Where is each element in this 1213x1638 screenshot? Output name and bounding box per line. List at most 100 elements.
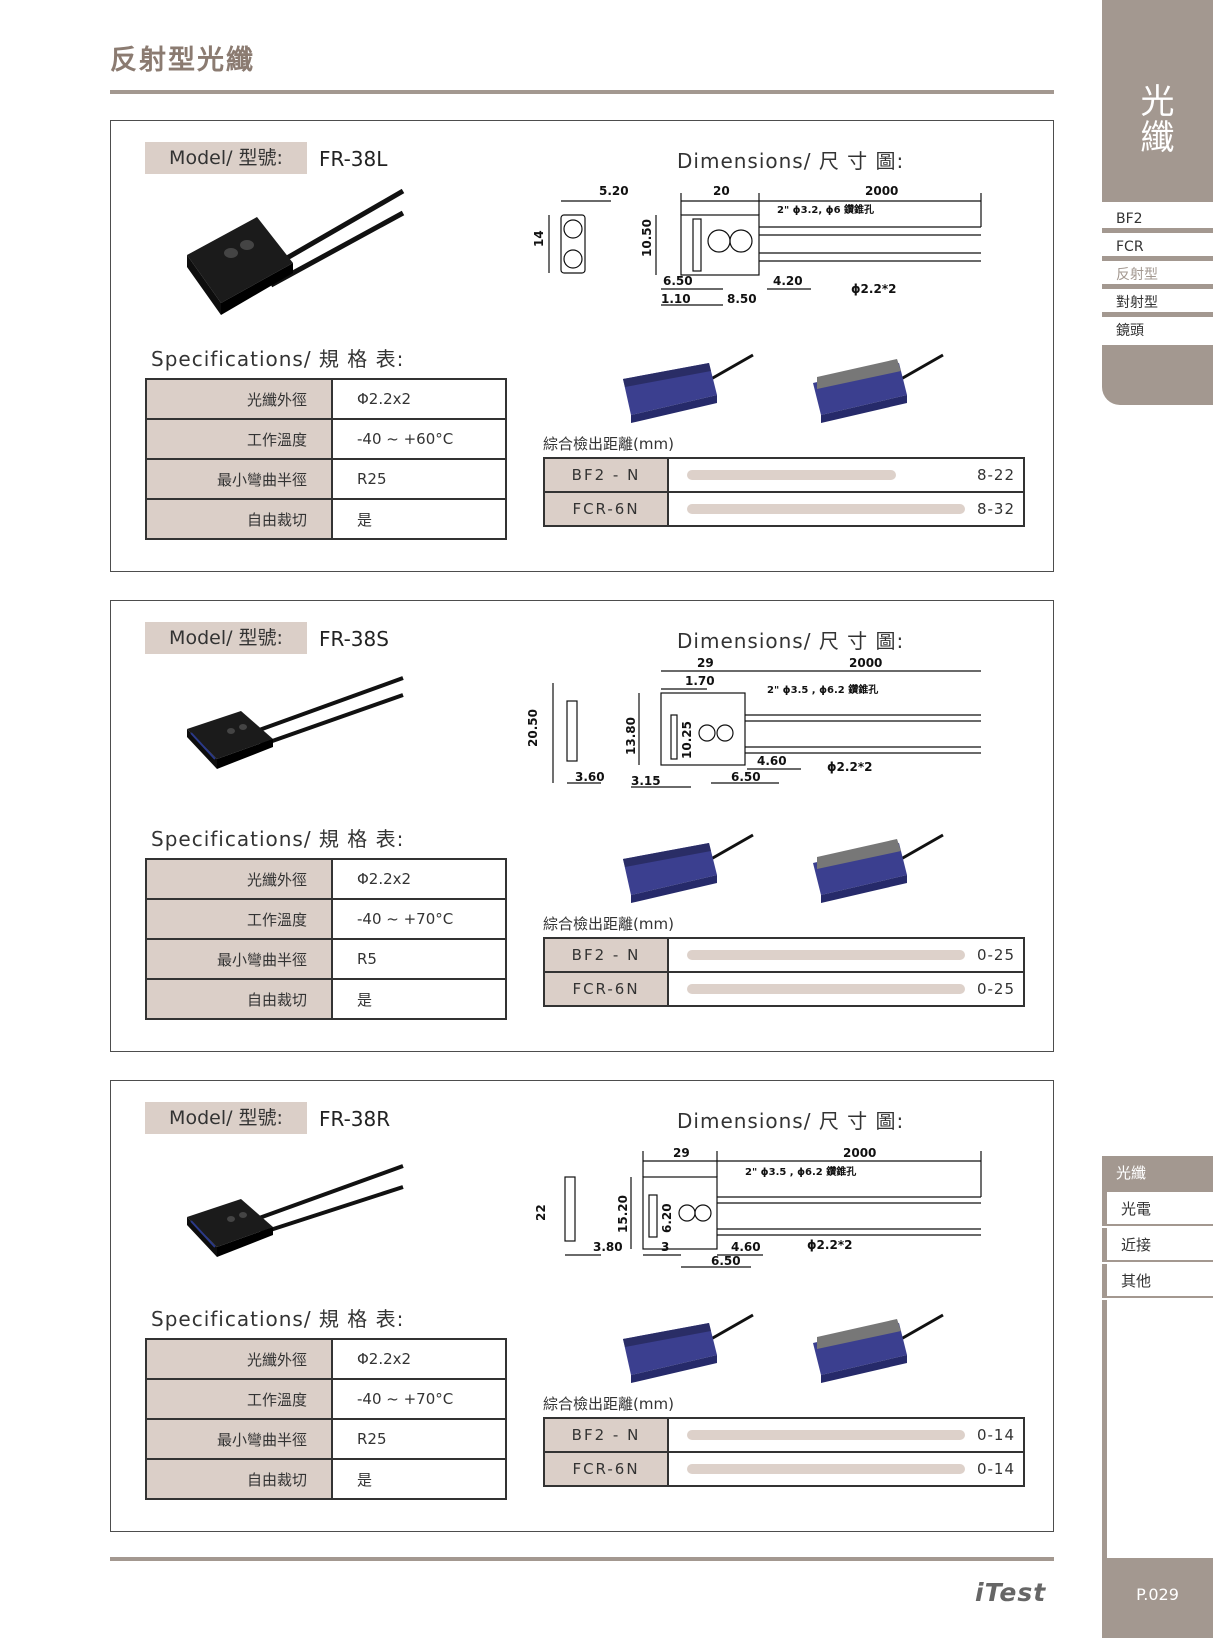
amplifier-fcr-image bbox=[813, 353, 944, 423]
model-label: Model/ 型號: bbox=[145, 142, 307, 174]
spec-value: -40 ~ +70°C bbox=[332, 1378, 506, 1419]
dim-label: 20 bbox=[713, 184, 730, 198]
dim-label: 14 bbox=[532, 230, 546, 247]
spec-key: 光纖外徑 bbox=[146, 859, 333, 899]
range-row: BF2 - N 8-22 bbox=[545, 459, 1023, 491]
dim-label: 3 bbox=[661, 1240, 669, 1254]
specifications-title: Specifications/ 規 格 表: bbox=[151, 1307, 405, 1331]
detection-range-table: BF2 - N 0-14 FCR-6N 0-14 bbox=[543, 1417, 1025, 1487]
dim-label: ϕ2.2*2 bbox=[851, 282, 896, 296]
spec-value: R5 bbox=[332, 938, 506, 979]
dim-label: 6.20 bbox=[660, 1203, 674, 1233]
dim-label: 29 bbox=[673, 1146, 690, 1160]
dim-label: 20.50 bbox=[526, 709, 540, 747]
spec-value: R25 bbox=[332, 1418, 506, 1459]
dim-label: 13.80 bbox=[624, 717, 638, 755]
dimensions-title: Dimensions/ 尺 寸 圖: bbox=[677, 629, 905, 653]
sidebar-category-text: 光 纖 bbox=[1140, 82, 1175, 158]
spec-key: 自由裁切 bbox=[146, 978, 333, 1019]
model-value: FR-38S bbox=[319, 627, 389, 651]
range-value: 0-25 bbox=[976, 946, 1015, 964]
dim-label: 6.50 bbox=[731, 770, 761, 784]
dim-label: 2000 bbox=[843, 1146, 876, 1160]
product-card-fr38s: Model/ 型號: FR-38S Dimensions/ 尺 寸 圖: bbox=[110, 600, 1054, 1052]
spec-key: 最小彎曲半徑 bbox=[146, 938, 333, 979]
sidebar-nav-proximity[interactable]: 近接 bbox=[1102, 1228, 1213, 1262]
dim-label: 4.20 bbox=[773, 274, 803, 288]
sensor-head-image bbox=[187, 676, 404, 769]
dim-label: 2000 bbox=[849, 656, 882, 670]
dim-label: 29 bbox=[697, 656, 714, 670]
model-label: Model/ 型號: bbox=[145, 1102, 307, 1134]
sidebar-item-label: FCR bbox=[1116, 239, 1144, 255]
sidebar-nav-label: 近接 bbox=[1121, 1236, 1152, 1254]
spec-value: Φ2.2x2 bbox=[332, 859, 506, 899]
sidebar-item-label: BF2 bbox=[1116, 211, 1143, 227]
specifications-title: Specifications/ 規 格 表: bbox=[151, 827, 405, 851]
dim-label: 6.50 bbox=[663, 274, 693, 288]
sidebar-item-label: 反射型 bbox=[1116, 267, 1158, 283]
sidebar-item-lens[interactable]: 鏡頭 bbox=[1102, 317, 1213, 345]
amplifier-name: BF2 - N bbox=[545, 459, 669, 491]
brand-logo: iTest bbox=[975, 1578, 1047, 1607]
spec-key: 最小彎曲半徑 bbox=[146, 458, 333, 499]
spec-value: Φ2.2x2 bbox=[332, 1339, 506, 1379]
range-bar bbox=[687, 1430, 965, 1440]
sidebar-nav-label: 光纖 bbox=[1116, 1164, 1147, 1182]
range-row: BF2 - N 0-14 bbox=[545, 1419, 1023, 1451]
sensor-head-image bbox=[187, 1164, 404, 1257]
detection-range-title: 綜合檢出距離(mm) bbox=[543, 915, 674, 933]
dim-label: 3.60 bbox=[575, 770, 605, 784]
dim-label: ϕ2.2*2 bbox=[807, 1238, 852, 1252]
detection-range-title: 綜合檢出距離(mm) bbox=[543, 435, 674, 453]
range-bar bbox=[687, 470, 896, 480]
model-value: FR-38R bbox=[319, 1107, 391, 1131]
sidebar-nav-photoelectric[interactable]: 光電 bbox=[1102, 1192, 1213, 1226]
detection-range-table: BF2 - N 8-22 FCR-6N 8-32 bbox=[543, 457, 1025, 527]
dimension-drawing: 22 3.80 29 2000 2" ϕ3.5 , ϕ6.2 鑽錐孔 15.20… bbox=[534, 1146, 982, 1268]
range-value: 0-14 bbox=[976, 1460, 1015, 1478]
sidebar-nav-label: 光電 bbox=[1121, 1200, 1152, 1218]
detection-range-title: 綜合檢出距離(mm) bbox=[543, 1395, 674, 1413]
sidebar-bottom-tab bbox=[1102, 345, 1213, 405]
spec-key: 光纖外徑 bbox=[146, 379, 333, 419]
spec-value: Φ2.2x2 bbox=[332, 379, 506, 419]
detection-range-table: BF2 - N 0-25 FCR-6N 0-25 bbox=[543, 937, 1025, 1007]
spec-key: 自由裁切 bbox=[146, 1458, 333, 1499]
dim-label: 6.50 bbox=[711, 1254, 741, 1268]
sidebar-item-fcr[interactable]: FCR bbox=[1102, 233, 1213, 261]
dim-label: 5.20 bbox=[599, 184, 629, 198]
dim-label: ϕ2.2*2 bbox=[827, 760, 872, 774]
spec-key: 工作溫度 bbox=[146, 898, 333, 939]
sidebar-nav-fiber[interactable]: 光纖 bbox=[1102, 1156, 1213, 1190]
dim-note: 2" ϕ3.5 , ϕ6.2 鑽錐孔 bbox=[745, 1165, 856, 1178]
sidebar-category-tab[interactable]: 光 纖 bbox=[1102, 0, 1213, 202]
dimension-drawing: 5.20 14 20 2000 2" ϕ3.2, ϕ6 鑽錐孔 10.50 6.… bbox=[532, 184, 982, 306]
product-card-fr38l: Model/ 型號: FR-38L Dimensions/ 尺 寸 圖: bbox=[110, 120, 1054, 572]
spec-row: 自由裁切是 bbox=[146, 498, 506, 539]
spec-row: 工作溫度-40 ~ +70°C bbox=[146, 898, 506, 939]
spec-value: -40 ~ +60°C bbox=[332, 418, 506, 459]
spec-key: 工作溫度 bbox=[146, 1378, 333, 1419]
sidebar-item-bf2[interactable]: BF2 bbox=[1102, 205, 1213, 233]
range-row: FCR-6N 8-32 bbox=[545, 491, 1023, 525]
sidebar-nav-label: 其他 bbox=[1121, 1272, 1152, 1290]
page-title: 反射型光纖 bbox=[110, 45, 255, 76]
header-rule bbox=[110, 90, 1054, 94]
dim-note: 2" ϕ3.2, ϕ6 鑽錐孔 bbox=[777, 203, 874, 216]
dim-label: 1.10 bbox=[661, 292, 691, 306]
sidebar-nav-other[interactable]: 其他 bbox=[1102, 1264, 1213, 1298]
spec-value: 是 bbox=[332, 978, 506, 1019]
spec-row: 自由裁切是 bbox=[146, 1458, 506, 1499]
product-card-fr38r: Model/ 型號: FR-38R Dimensions/ 尺 寸 圖: 22 bbox=[110, 1080, 1054, 1532]
dim-label: 2000 bbox=[865, 184, 898, 198]
sidebar-item-reflective[interactable]: 反射型 bbox=[1102, 261, 1213, 289]
sidebar-category-label: 光 纖 bbox=[1102, 84, 1213, 156]
dim-label: 8.50 bbox=[727, 292, 757, 306]
sidebar-item-through-beam[interactable]: 對射型 bbox=[1102, 289, 1213, 317]
sensor-head-image bbox=[187, 188, 405, 315]
